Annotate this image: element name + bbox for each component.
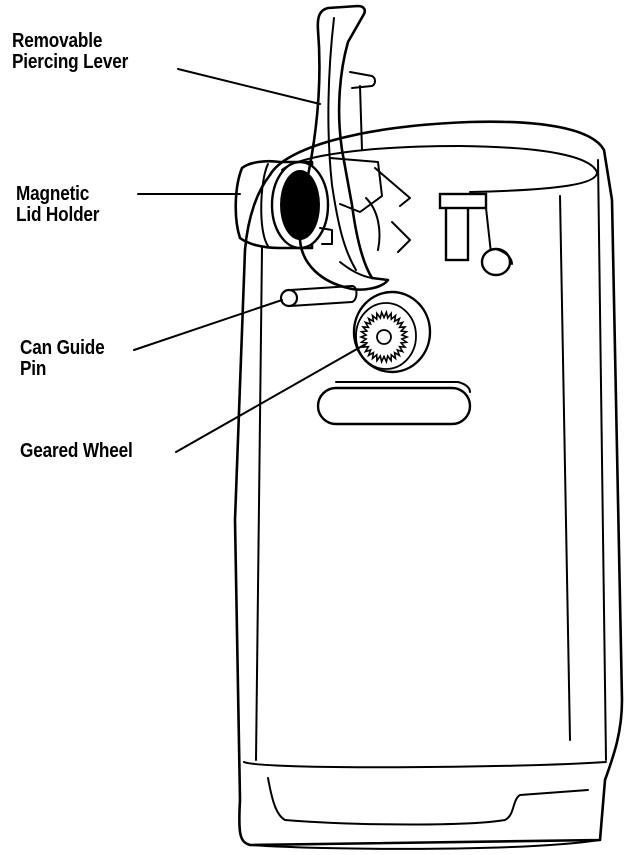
leader-piercing-lever <box>177 68 321 105</box>
leader-lines <box>133 68 365 453</box>
lid-holder-art <box>234 159 330 250</box>
label-lid-holder: Magnetic Lid Holder <box>16 183 100 226</box>
can-opener-body <box>233 120 624 850</box>
piercing-lever-art <box>298 4 411 291</box>
label-guide-pin: Can Guide Pin <box>20 337 105 380</box>
label-piercing-lever: Removable Piercing Lever <box>12 30 129 73</box>
latch-art <box>438 192 513 277</box>
label-geared-wheel: Geared Wheel <box>20 440 133 462</box>
geared-wheel-art <box>352 290 432 374</box>
leader-guide-pin <box>133 299 283 351</box>
slot-art <box>316 381 472 426</box>
guide-pin-art <box>279 285 358 308</box>
leader-geared-wheel <box>175 344 365 453</box>
